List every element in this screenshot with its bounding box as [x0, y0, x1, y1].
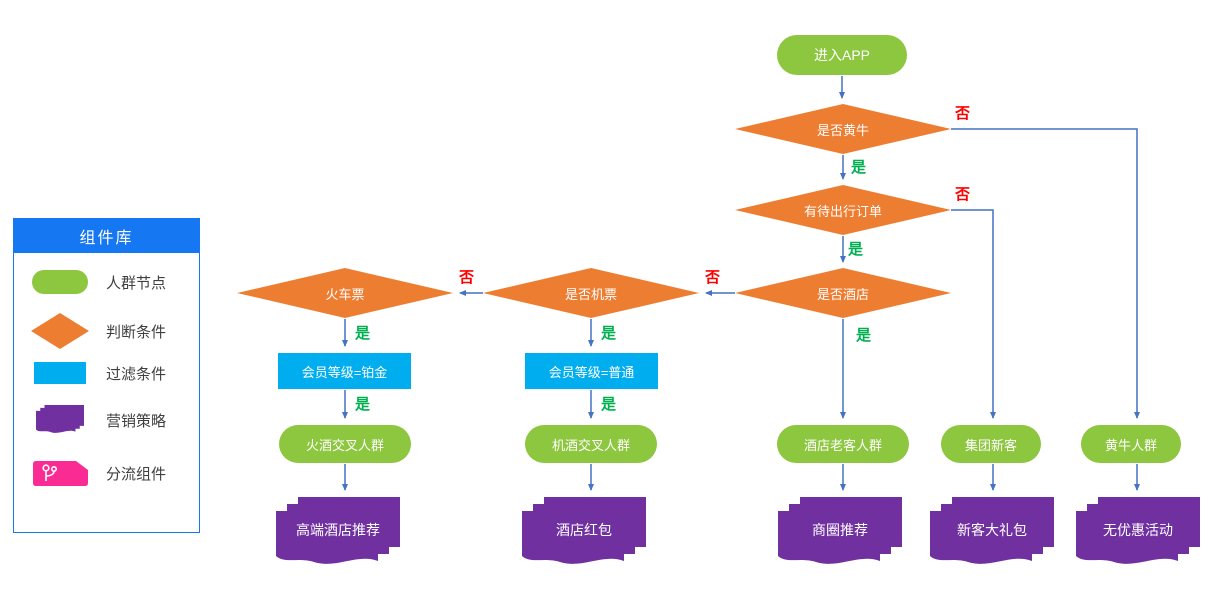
edge-label-yes-platinum: 是 — [355, 396, 371, 413]
node-audience-flight-hotel[interactable]: 机酒交叉人群 — [525, 425, 657, 463]
node-audience-flight-hotel-label: 机酒交叉人群 — [551, 437, 630, 453]
node-strategy-newcomer-gift[interactable]: 新客大礼包 — [930, 497, 1054, 569]
strategy-multidoc-swatch — [14, 405, 106, 435]
node-enter-app[interactable]: 进入APP — [777, 35, 907, 75]
legend-item-decision[interactable]: 判断条件 — [14, 313, 199, 349]
legend-item-strategy-label: 营销策略 — [106, 412, 167, 430]
legend-item-audience-node[interactable]: 人群节点 — [14, 267, 199, 297]
edge-label-no-flight: 否 — [459, 269, 475, 286]
decision-diamond-swatch — [14, 313, 106, 349]
edge-label-yes-hotel: 是 — [856, 327, 872, 344]
legend-item-filter[interactable]: 过滤条件 — [14, 359, 199, 387]
node-strategy-no-discount[interactable]: 无优惠活动 — [1076, 497, 1200, 569]
node-filter-normal-label: 会员等级=普通 — [548, 364, 635, 380]
node-decision-flight-label: 是否机票 — [564, 286, 617, 302]
node-audience-scalpers-label: 黄牛人群 — [1104, 437, 1157, 453]
edge-label-yes-train: 是 — [355, 325, 371, 342]
multidoc-shape — [778, 497, 902, 564]
node-decision-scalper-label: 是否黄牛 — [816, 122, 869, 138]
multidoc-shape — [522, 497, 646, 564]
branch-split-icon — [32, 460, 88, 486]
edge-label-no-hotel: 否 — [705, 269, 721, 286]
legend-item-strategy[interactable]: 营销策略 — [14, 403, 199, 437]
connector-dingdan-no-branch — [951, 209, 996, 419]
node-audience-hotel-regulars[interactable]: 酒店老客人群 — [777, 425, 909, 463]
node-filter-platinum[interactable]: 会员等级=铂金 — [278, 353, 411, 389]
edge-label-yes-flight: 是 — [601, 325, 617, 342]
multidoc-icon — [36, 405, 84, 433]
legend-item-decision-label: 判断条件 — [106, 323, 167, 341]
component-library-panel: 组件库 人群节点 判断条件 过滤条件 营销策略 — [13, 218, 200, 533]
edge-label-no-scalper: 否 — [955, 105, 971, 122]
component-library-header: 组件库 — [14, 219, 199, 253]
node-decision-pending-order-label: 有待出行订单 — [803, 203, 882, 219]
audience-pill-swatch — [14, 270, 106, 294]
node-audience-new-customers[interactable]: 集团新客 — [941, 425, 1041, 463]
node-strategy-hotel-redpacket-label: 酒店红包 — [556, 522, 612, 538]
node-strategy-highend-hotel-label: 高端酒店推荐 — [296, 522, 380, 538]
node-decision-hotel-label: 是否酒店 — [816, 286, 869, 302]
node-strategy-hotel-redpacket[interactable]: 酒店红包 — [522, 497, 646, 569]
node-audience-train-hotel[interactable]: 火酒交叉人群 — [279, 425, 411, 463]
node-audience-train-hotel-label: 火酒交叉人群 — [305, 437, 384, 453]
node-audience-hotel-regulars-label: 酒店老客人群 — [803, 437, 882, 453]
filter-rect-swatch — [14, 362, 106, 384]
multidoc-shape — [276, 497, 400, 564]
node-strategy-no-discount-label: 无优惠活动 — [1103, 522, 1173, 538]
multidoc-shape — [1076, 497, 1200, 564]
legend-item-filter-label: 过滤条件 — [106, 365, 167, 383]
edge-label-yes-scalper: 是 — [851, 159, 867, 176]
component-library-title: 组件库 — [79, 230, 134, 247]
multidoc-shape — [930, 497, 1054, 564]
connector-huangniu-no-branch — [951, 128, 1140, 419]
edge-label-yes-pending: 是 — [848, 241, 864, 258]
node-filter-platinum-label: 会员等级=铂金 — [301, 364, 388, 380]
edge-label-no-pending: 否 — [955, 186, 971, 203]
node-filter-normal[interactable]: 会员等级=普通 — [525, 353, 658, 389]
node-strategy-district-recommend[interactable]: 商圈推荐 — [778, 497, 902, 569]
edge-label-yes-normal: 是 — [601, 396, 617, 413]
node-audience-new-customers-label: 集团新客 — [964, 437, 1017, 453]
node-enter-app-label: 进入APP — [813, 47, 870, 63]
legend-item-audience-label: 人群节点 — [106, 274, 167, 292]
node-strategy-district-recommend-label: 商圈推荐 — [812, 522, 868, 538]
node-decision-train-label: 火车票 — [325, 286, 365, 302]
node-strategy-highend-hotel[interactable]: 高端酒店推荐 — [276, 497, 400, 569]
split-component-swatch — [14, 460, 106, 486]
node-audience-scalpers[interactable]: 黄牛人群 — [1081, 425, 1181, 463]
node-strategy-newcomer-gift-label: 新客大礼包 — [957, 522, 1027, 538]
legend-item-split[interactable]: 分流组件 — [14, 459, 199, 487]
legend-item-split-label: 分流组件 — [106, 465, 167, 483]
